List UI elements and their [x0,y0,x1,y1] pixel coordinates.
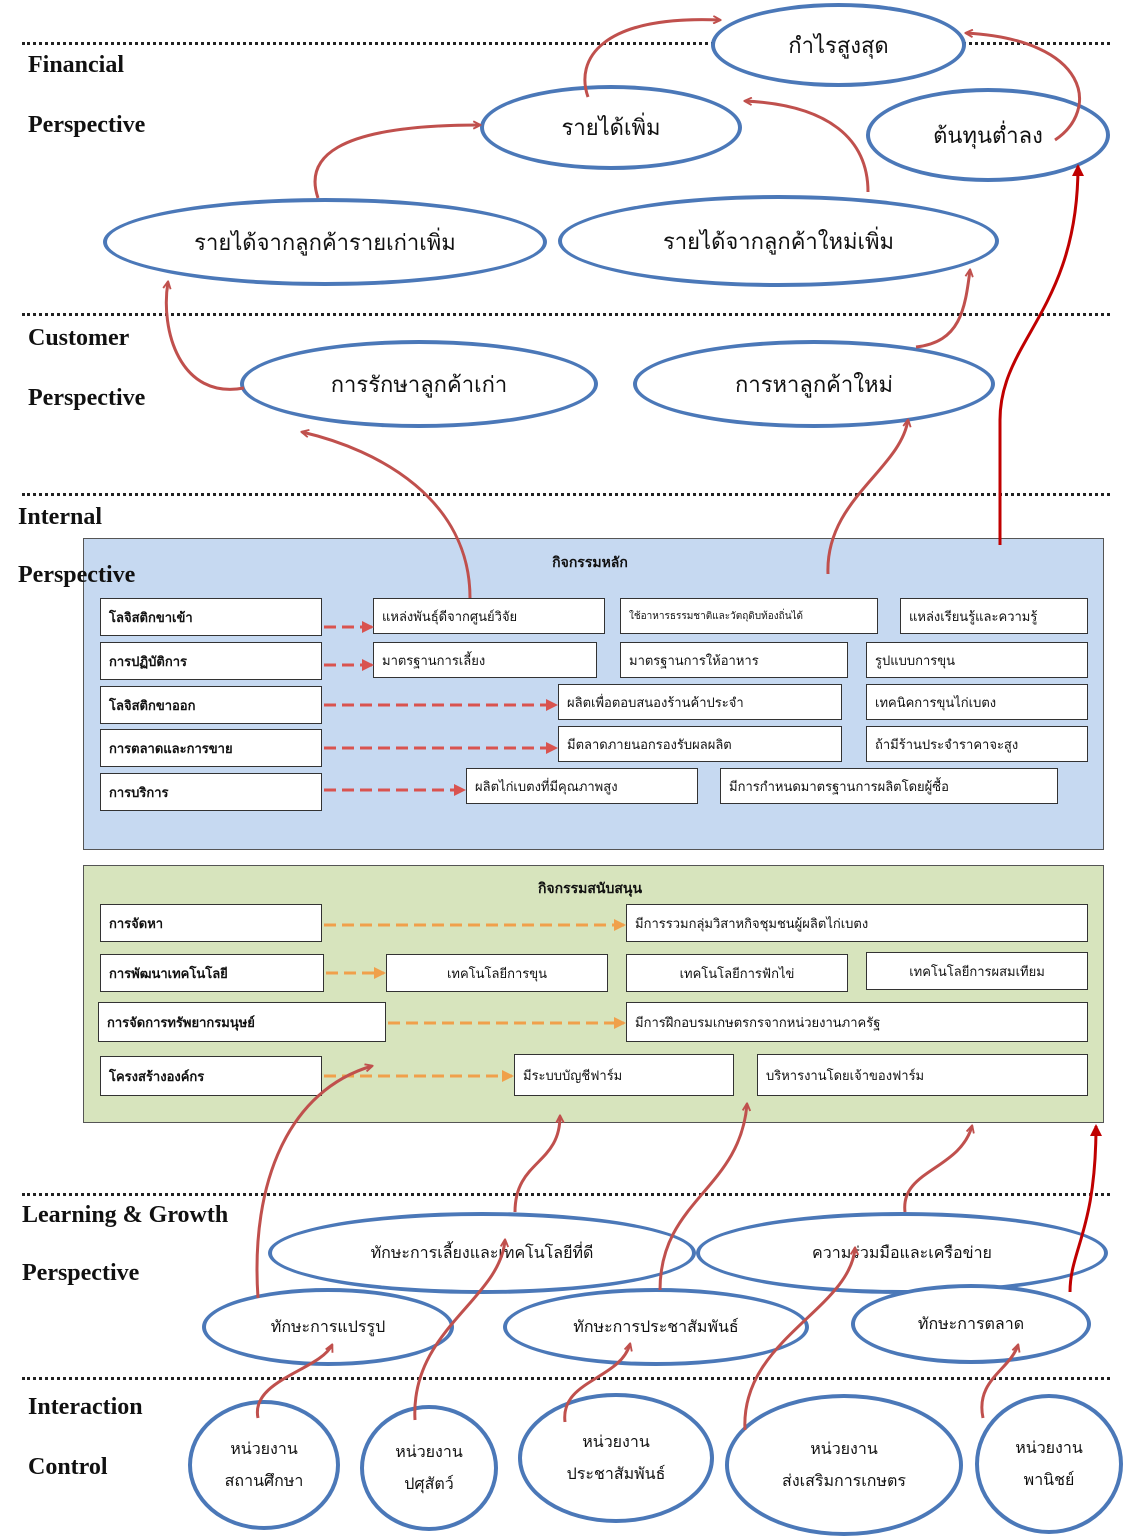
core-row-1-item-3: แหล่งเรียนรู้และความรู้ [900,598,1088,634]
agency-commerce-line-2: พานิชย์ [1023,1470,1075,1489]
core-row-5-item-1: ผลิตไก่เบตงที่มีคุณภาพสูง [466,768,698,804]
support-activities-title: กิจกรรมสนับสนุน [537,881,643,897]
arrow-internal-to-cost [998,164,1084,545]
support-row-3-category: การจัดการทรัพยากรมนุษย์ [98,1002,386,1042]
learning-sub-label: Perspective [22,1260,140,1286]
support-row-2-item-3: เทคโนโลยีการผสมเทียม [866,952,1088,990]
support-row-3-item-1: มีการฝึกอบรมเกษตรกรจากหน่วยงานภาครัฐ [626,1002,1088,1042]
goal-old-customer-revenue: รายได้จากลูกค้ารายเก่าเพิ่ม [103,198,547,286]
agency-agri-extension-line-1: หน่วยงาน [810,1439,878,1458]
financial-label: Financial [28,52,125,78]
arrow-new-rev-to-revenue [745,101,870,193]
core-row-4-item-2: ถ้ามีร้านประจำราคาจะสูง [866,726,1088,762]
support-row-1-item-1: มีการรวมกลุ่มวิสาหกิจชุมชนผู้ผลิตไก่เบตง [626,904,1088,942]
agency-commerce: หน่วยงานพานิชย์ [975,1394,1123,1534]
goal-cooperation-network-label: ความร่วมมือและเครือข่าย [812,1242,992,1262]
core-row-1-item-2: ใช้อาหารธรรมชาติและวัตถุดิบท้องถิ่นได้ [620,598,878,634]
internal-sub-label: Perspective [18,562,136,588]
core-row-1-category: โลจิสติกขาเข้า [100,598,322,636]
agency-agri-extension: หน่วยงานส่งเสริมการเกษตร [725,1394,963,1536]
divider-financial [22,42,1110,45]
support-row-4-item-2: บริหารงานโดยเจ้าของฟาร์ม [757,1054,1088,1096]
agency-school-line-1: หน่วยงาน [230,1439,298,1458]
agency-commerce-line-1: หน่วยงาน [1015,1438,1083,1457]
support-row-4-category: โครงสร้างองค์กร [100,1056,322,1096]
core-row-2-item-1: มาตรฐานการเลี้ยง [373,642,597,678]
goal-max-profit-label: กำไรสูงสุด [788,33,889,59]
support-row-2-item-1: เทคโนโลยีการขุน [386,954,608,992]
goal-max-profit: กำไรสูงสุด [711,3,966,87]
agency-livestock-line-2: ปศุสัตว์ [404,1474,454,1493]
goal-new-customer-revenue-label: รายได้จากลูกค้าใหม่เพิ่ม [662,229,895,255]
goal-cooperation-network: ความร่วมมือและเครือข่าย [696,1212,1108,1294]
core-row-5-item-2: มีการกำหนดมาตรฐานการผลิตโดยผู้ซื้อ [720,768,1058,804]
goal-cost-down: ต้นทุนต่ำลง [866,88,1110,182]
customer-sub-label: Perspective [28,385,146,411]
core-row-5-category: การบริการ [100,773,322,811]
core-row-3-item-2: เทคนิคการขุนไก่เบตง [866,684,1088,720]
customer-label: Customer [28,325,130,351]
support-row-2-category: การพัฒนาเทคโนโลยี [100,954,324,992]
agency-livestock-line-1: หน่วยงาน [395,1442,463,1461]
agency-school-line-2: สถานศึกษา [224,1471,304,1490]
divider-customer [22,313,1110,316]
agency-school: หน่วยงานสถานศึกษา [188,1400,340,1530]
learning-label: Learning & Growth [22,1202,229,1228]
agency-public-relations-line-1: หน่วยงาน [582,1432,650,1451]
goal-processing-skill-label: ทักษะการแปรรูป [270,1316,386,1336]
goal-marketing-skill: ทักษะการตลาด [851,1284,1091,1364]
agency-public-relations-line-2: ประชาสัมพันธ์ [566,1464,666,1483]
divider-internal [22,493,1110,496]
core-row-2-category: การปฏิบัติการ [100,642,322,680]
goal-pr-skill-label: ทักษะการประชาสัมพันธ์ [573,1316,739,1336]
core-row-3-category: โลจิสติกขาออก [100,686,322,724]
divider-learning [22,1193,1110,1196]
arrow-coop-to-management [903,1126,972,1213]
goal-farming-tech-skill-label: ทักษะการเลี้ยงและเทคโนโลยีที่ดี [370,1242,594,1262]
core-row-4-item-1: มีตลาดภายนอกรองรับผลผลิต [558,726,842,762]
core-row-2-item-3: รูปแบบการขุน [866,642,1088,678]
goal-retain-customers-label: การรักษาลูกค้าเก่า [330,372,508,398]
goal-new-customer-revenue: รายได้จากลูกค้าใหม่เพิ่ม [558,195,999,287]
goal-revenue-up: รายได้เพิ่ม [480,85,742,170]
agency-agri-extension-line-2: ส่งเสริมการเกษตร [782,1471,906,1490]
internal-label: Internal [18,504,102,530]
interaction-label: Interaction [28,1394,143,1420]
core-activities-title: กิจกรรมหลัก [552,555,628,571]
goal-cost-down-label: ต้นทุนต่ำลง [933,123,1043,149]
core-row-1-item-1: แหล่งพันธุ์ดีจากศูนย์วิจัย [373,598,605,634]
arrow-acquire-to-new-rev [915,270,970,349]
core-row-2-item-2: มาตรฐานการให้อาหาร [620,642,848,678]
goal-processing-skill: ทักษะการแปรรูป [202,1288,454,1366]
goal-acquire-customers-label: การหาลูกค้าใหม่ [735,372,893,398]
goal-revenue-up-label: รายได้เพิ่ม [561,116,661,141]
goal-marketing-skill-label: ทักษะการตลาด [917,1313,1025,1333]
agency-livestock: หน่วยงานปศุสัตว์ [360,1405,498,1531]
goal-farming-tech-skill: ทักษะการเลี้ยงและเทคโนโลยีที่ดี [268,1212,696,1294]
control-label: Control [28,1454,108,1480]
core-row-4-category: การตลาดและการขาย [100,729,322,767]
divider-interaction [22,1377,1110,1380]
support-row-2-item-2: เทคโนโลยีการฟักไข่ [626,954,848,992]
goal-pr-skill: ทักษะการประชาสัมพันธ์ [503,1288,809,1366]
arrow-retain-to-old-rev [166,282,245,391]
financial-sub-label: Perspective [28,112,146,138]
support-row-1-category: การจัดหา [100,904,322,942]
arrow-tech-to-accounting [513,1116,560,1213]
goal-old-customer-revenue-label: รายได้จากลูกค้ารายเก่าเพิ่ม [194,230,456,256]
arrow-old-rev-to-revenue [313,125,480,199]
agency-public-relations: หน่วยงานประชาสัมพันธ์ [518,1393,714,1523]
core-row-3-item-1: ผลิตเพื่อตอบสนองร้านค้าประจำ [558,684,842,720]
goal-acquire-customers: การหาลูกค้าใหม่ [633,340,995,428]
support-row-4-item-1: มีระบบบัญชีฟาร์ม [514,1054,734,1096]
goal-retain-customers: การรักษาลูกค้าเก่า [240,340,598,428]
